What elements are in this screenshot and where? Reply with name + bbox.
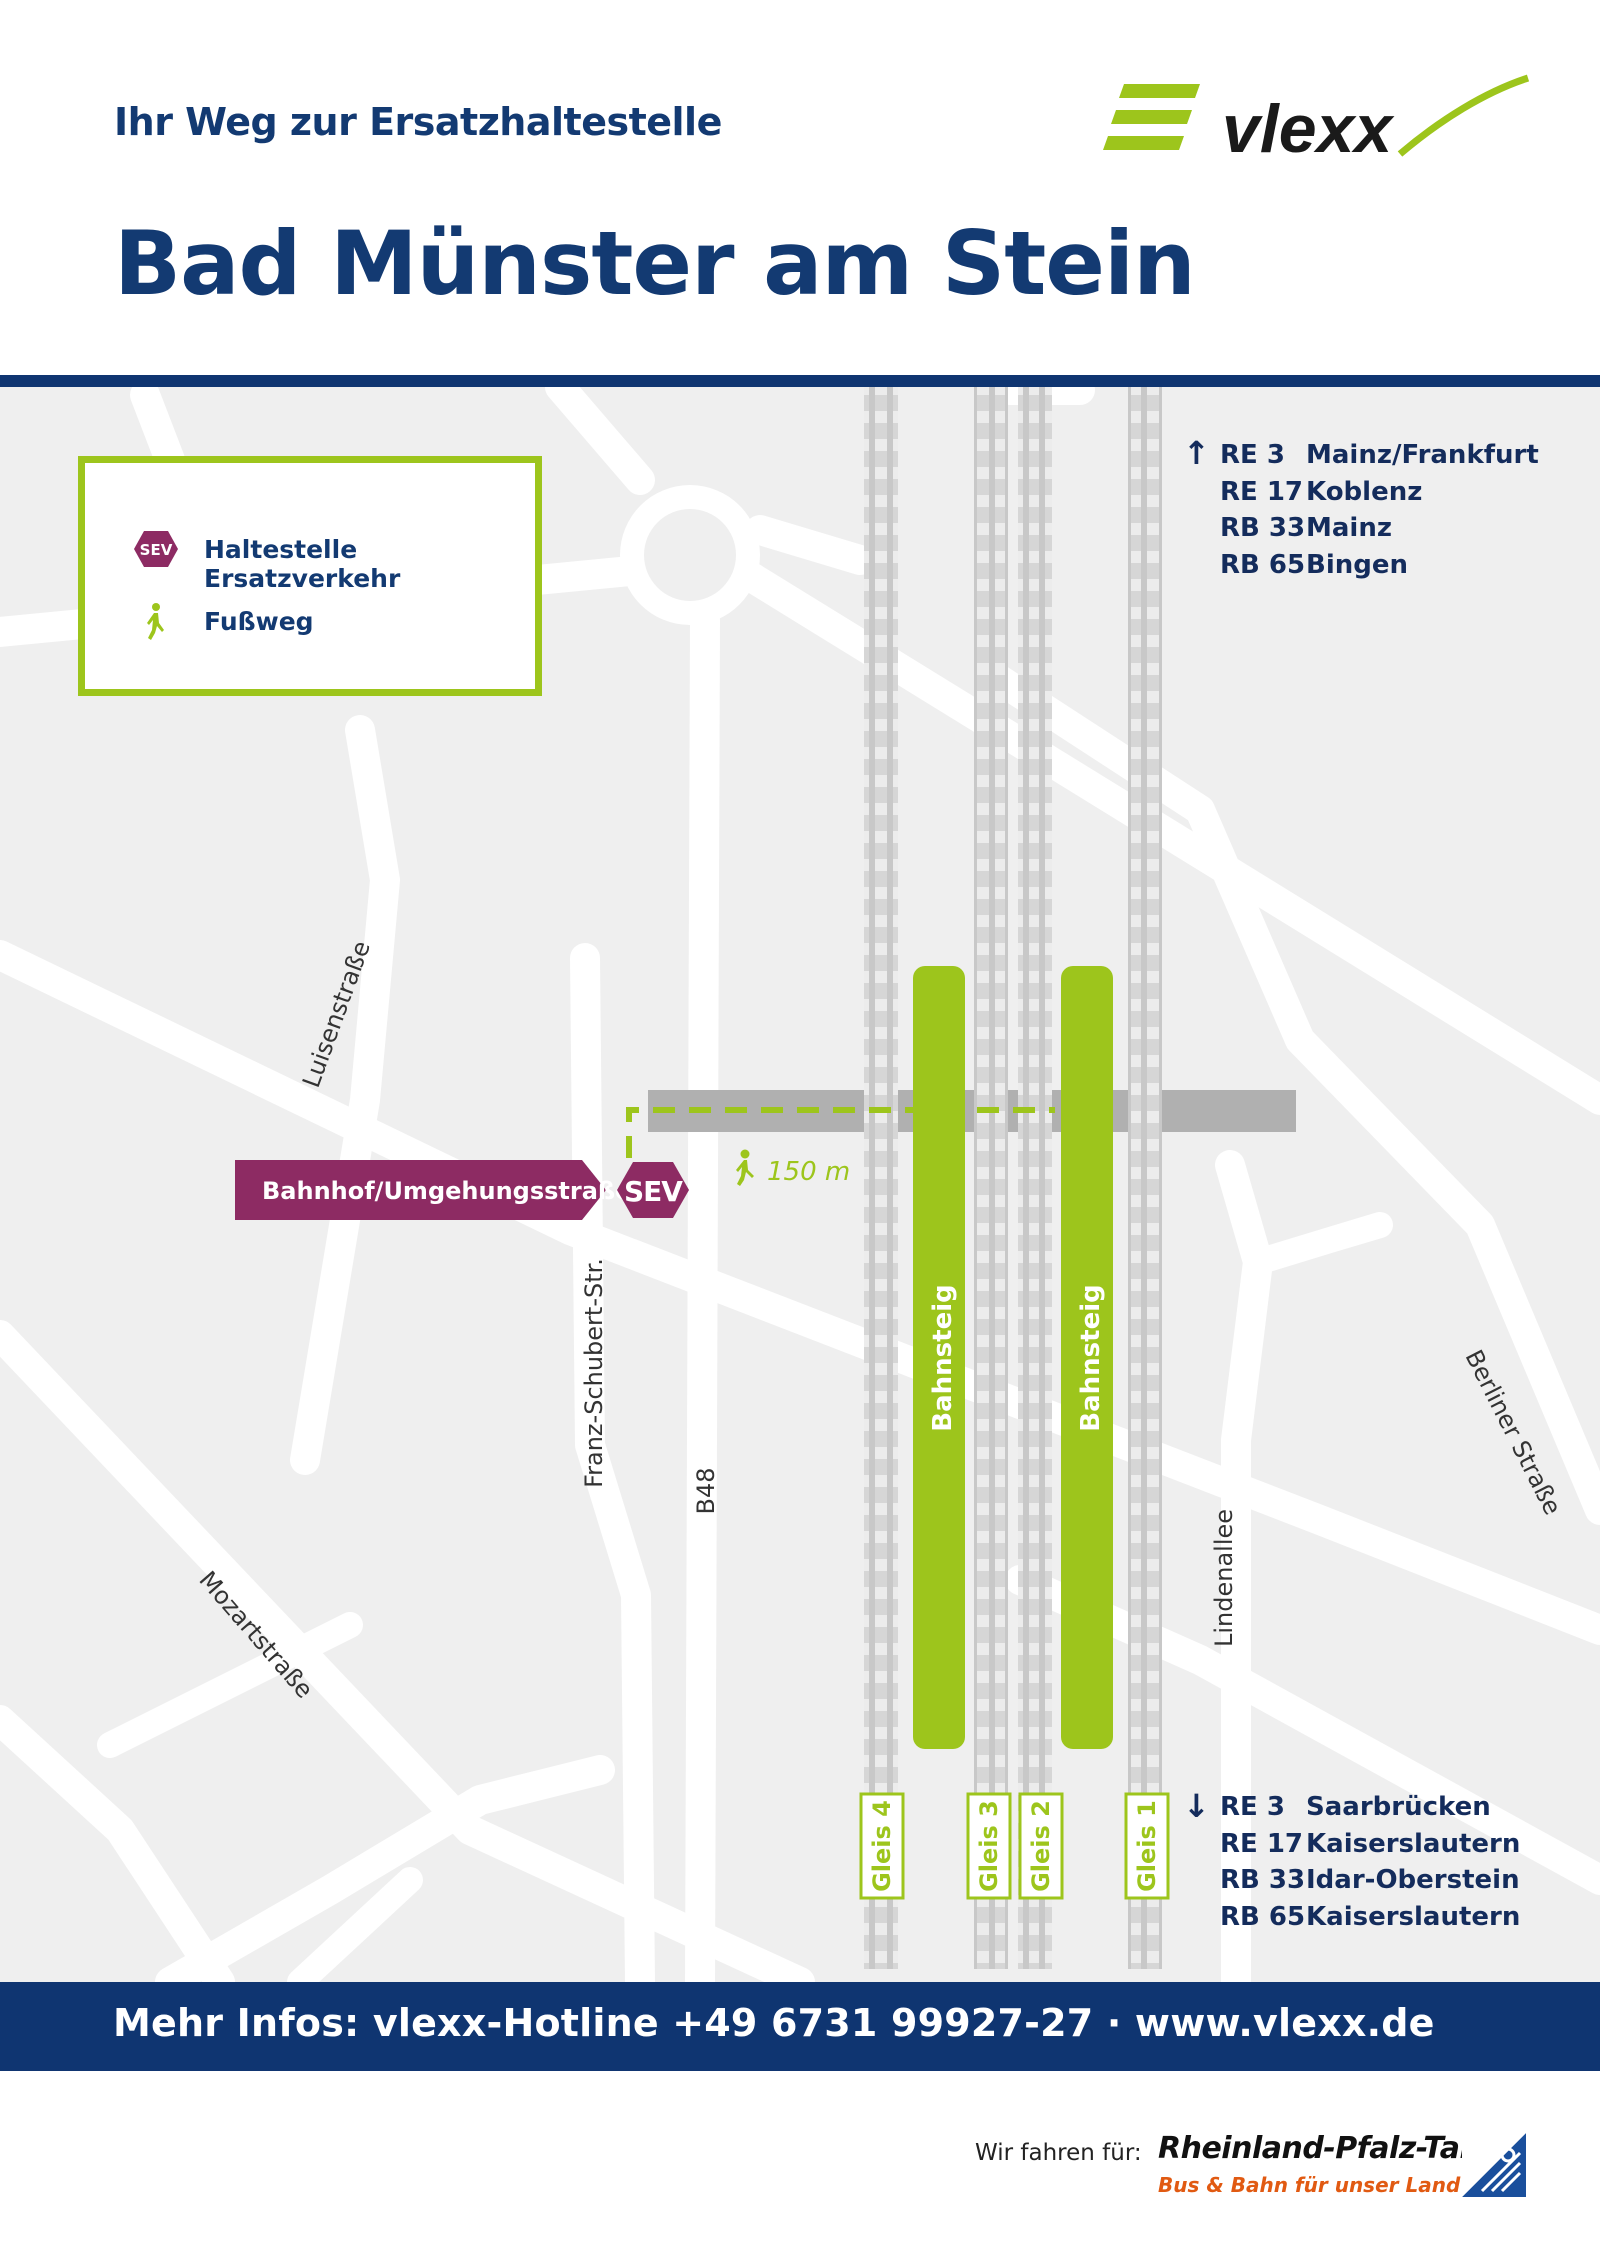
track-label-box-2 xyxy=(1018,1792,1064,1900)
track-label-4: Gleis 4 xyxy=(868,1800,896,1892)
track-1 xyxy=(1128,387,1162,1969)
platform-right xyxy=(1061,966,1113,1749)
street-lindenallee: Lindenallee xyxy=(1210,1509,1238,1647)
track-label-3: Gleis 3 xyxy=(975,1800,1003,1892)
arrow-down-icon: ↓ xyxy=(1183,1787,1210,1825)
stop-name: Bahnhof/Umgehungsstraße xyxy=(262,1177,631,1205)
legend-sev-icon: SEV xyxy=(134,531,178,567)
track-4 xyxy=(864,387,898,1969)
svg-text:SEV: SEV xyxy=(140,541,173,559)
track-label-1: Gleis 1 xyxy=(1133,1800,1161,1892)
walking-route xyxy=(626,1107,1055,1158)
legend-walk-label: Fußweg xyxy=(204,607,314,636)
platform-label-right: Bahnsteig xyxy=(1076,1284,1106,1431)
footer-bar xyxy=(0,1982,1600,2071)
footer-info: Mehr Infos: vlexx-Hotline +49 6731 99927… xyxy=(113,2001,1435,2045)
sev-stop-badge xyxy=(617,1162,689,1218)
route-row: RB 33Mainz xyxy=(1220,513,1392,543)
route-row: RB 65Kaiserslautern xyxy=(1220,1901,1521,1932)
partner-name: Rheinland-Pfalz-Takt xyxy=(1158,2131,1493,2166)
legend-sev-label: Haltestelle Ersatzverkehr xyxy=(204,535,401,593)
logo-text: vlexx xyxy=(1222,91,1395,167)
track-label-box-1 xyxy=(1124,1792,1170,1900)
street-franz-schubert: Franz-Schubert-Str. xyxy=(580,1258,608,1488)
track-label-box-3 xyxy=(966,1792,1012,1900)
legend: SEV Haltestelle Ersatzverkehr Fußweg xyxy=(78,456,542,696)
partner-label: Wir fahren für: xyxy=(975,2140,1142,2166)
vlexx-logo: vlexx xyxy=(1103,74,1530,167)
stop-name-banner xyxy=(235,1160,606,1220)
header-divider xyxy=(0,375,1600,387)
platform-left xyxy=(913,966,965,1749)
walk-distance-icon xyxy=(736,1149,754,1186)
arrow-up-icon: ↑ xyxy=(1183,434,1210,472)
rlp-takt-logo-icon xyxy=(1462,2133,1526,2197)
partner-slogan: Bus & Bahn für unser Land xyxy=(1158,2173,1461,2197)
page-subtitle: Ihr Weg zur Ersatzhaltestelle xyxy=(114,100,722,144)
platform-label-left: Bahnsteig xyxy=(928,1284,958,1431)
walk-distance: 150 m xyxy=(767,1157,850,1187)
underpass xyxy=(648,1090,1296,1132)
sev-stop-badge-text: SEV xyxy=(624,1175,683,1208)
track-label-2: Gleis 2 xyxy=(1027,1800,1055,1892)
track-label-box-4 xyxy=(859,1792,905,1900)
route-row: RB 65Bingen xyxy=(1220,549,1408,580)
track-2 xyxy=(1018,387,1052,1969)
track-3 xyxy=(974,387,1008,1969)
walking-person-icon xyxy=(147,603,164,640)
route-row: RB 33Idar-Oberstein xyxy=(1220,1865,1520,1895)
street-b48: B48 xyxy=(692,1467,720,1514)
page-title: Bad Münster am Stein xyxy=(114,212,1196,315)
